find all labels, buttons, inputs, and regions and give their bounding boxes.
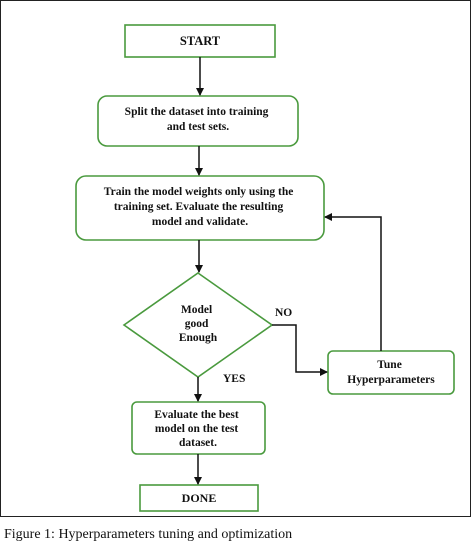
model-good-decision: Model good Enough — [122, 272, 274, 378]
evaluate-label: Evaluate the best model on the test data… — [154, 409, 241, 449]
arrow-tune-to-train-loop — [324, 213, 382, 351]
train-model-line-2: training set. Evaluate the resulting — [114, 201, 284, 213]
start-label: START — [180, 34, 221, 48]
evaluate-node: Evaluate the best model on the test data… — [131, 401, 266, 455]
evaluate-line-1: Evaluate the best — [154, 409, 239, 421]
train-model-node: Train the model weights only using the t… — [75, 175, 325, 241]
split-dataset-line-2: and test sets. — [167, 121, 229, 133]
tune-hyperparameters-node: Tune Hyperparameters — [327, 350, 455, 395]
split-dataset-line-1: Split the dataset into training — [125, 106, 269, 118]
evaluate-line-2: model on the test — [155, 423, 239, 435]
figure-caption: Figure 1: Hyperparameters tuning and opt… — [4, 527, 293, 542]
decision-label: Model good Enough — [179, 304, 218, 344]
done-box — [139, 484, 259, 512]
decision-line-1: Model — [181, 304, 212, 316]
train-model-line-3: model and validate. — [152, 216, 248, 228]
tune-line-1: Tune — [377, 359, 402, 371]
start-node: START — [124, 24, 276, 58]
tune-hyperparameters-box — [327, 350, 455, 395]
flowchart: START Split the dataset into training an… — [75, 24, 455, 512]
decision-line-2: good — [185, 318, 209, 330]
arrow-decision-no-to-tune — [272, 324, 328, 376]
train-model-label: Train the model weights only using the t… — [104, 186, 296, 228]
diagram-frame — [0, 0, 471, 517]
split-dataset-label: Split the dataset into training and test… — [125, 106, 272, 133]
edge-label-no: NO — [275, 307, 292, 319]
train-model-line-1: Train the model weights only using the — [104, 186, 294, 198]
train-model-box — [75, 175, 325, 241]
split-dataset-box — [97, 95, 299, 147]
decision-line-3: Enough — [179, 332, 218, 344]
evaluate-line-3: dataset. — [179, 437, 217, 449]
done-node: DONE — [139, 484, 259, 512]
tune-line-2: Hyperparameters — [347, 374, 435, 386]
edge-label-yes: YES — [223, 373, 245, 385]
done-label: DONE — [182, 491, 217, 505]
tune-hyperparameters-label: Tune Hyperparameters — [347, 359, 435, 386]
split-dataset-node: Split the dataset into training and test… — [97, 95, 299, 147]
